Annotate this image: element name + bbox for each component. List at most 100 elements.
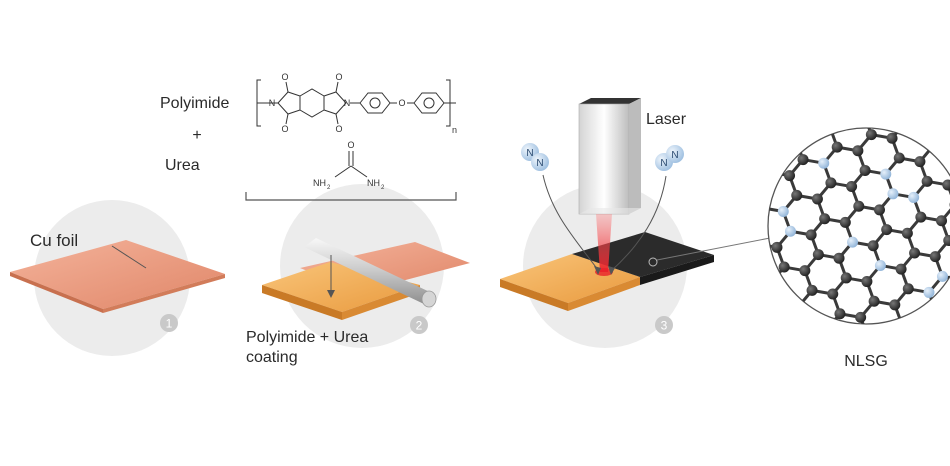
lattice-bond <box>746 410 759 426</box>
lattice-bond <box>945 2 950 18</box>
lattice-bond <box>749 208 762 224</box>
lattice-bond <box>794 29 815 33</box>
lattice-bond <box>830 111 843 127</box>
lattice-bond <box>924 15 945 19</box>
carbon-atom <box>928 140 939 151</box>
carbon-atom <box>793 301 804 312</box>
lattice-bond <box>728 220 749 224</box>
lattice-bond <box>678 66 691 82</box>
lattice-bond <box>724 367 731 387</box>
lattice-bond <box>768 100 781 116</box>
plus-label: + <box>192 127 201 144</box>
carbon-atom <box>827 289 838 300</box>
lattice-bond <box>842 409 855 425</box>
lattice-bond <box>898 86 911 102</box>
lattice-bond <box>685 102 706 106</box>
lattice-bond <box>746 426 753 446</box>
lattice-bond <box>932 74 945 90</box>
lattice-bond <box>666 209 687 213</box>
step-badge-1: 1 <box>160 314 178 332</box>
svg-text:2: 2 <box>416 319 423 333</box>
lattice-bond <box>693 161 706 177</box>
lattice-bond <box>741 149 762 153</box>
carbon-atom <box>930 251 941 262</box>
carbon-atom <box>825 177 836 188</box>
urea-structure: O NH 2 NH 2 <box>313 140 385 191</box>
lattice-bond <box>722 256 743 260</box>
lattice-bond <box>702 292 715 308</box>
lattice-bond <box>912 86 933 90</box>
lattice-bond <box>796 124 809 140</box>
svg-text:O: O <box>335 72 342 82</box>
lattice-bond <box>657 79 678 83</box>
lattice-bond <box>706 106 713 126</box>
lattice-bond <box>882 377 889 397</box>
lattice-bond <box>752 391 759 411</box>
lattice-bond <box>800 362 821 366</box>
lattice-bond <box>759 410 780 414</box>
carbon-atom <box>807 285 818 296</box>
lattice-bond <box>679 138 700 142</box>
lattice-bond <box>786 378 793 398</box>
lattice-bond <box>771 283 778 303</box>
lattice-bond <box>820 366 827 386</box>
carbon-atom <box>771 242 782 253</box>
lattice-bond <box>725 423 746 427</box>
lattice-bond <box>911 15 924 31</box>
urea-amine-left: NH <box>313 178 326 188</box>
lattice-bond <box>822 52 843 56</box>
lattice-bond <box>814 385 827 401</box>
urea-amine-right: NH <box>367 178 380 188</box>
lattice-bond <box>734 113 747 129</box>
lattice-bond <box>855 409 876 413</box>
lattice-bond <box>848 373 861 389</box>
lattice-bond <box>687 197 700 213</box>
lattice-bond <box>737 280 750 296</box>
lattice-bond <box>673 174 694 178</box>
lattice-bond <box>870 63 883 79</box>
lattice-bond <box>924 384 945 388</box>
lattice-bond <box>773 434 786 450</box>
lattice-bond <box>945 18 950 38</box>
carbon-atom <box>846 181 857 192</box>
lattice-bond <box>780 414 787 434</box>
lattice-bond <box>721 185 734 201</box>
carbon-atom <box>784 170 795 181</box>
carbon-atom <box>936 215 947 226</box>
carbon-atom <box>903 283 914 294</box>
lattice-bond <box>758 339 771 355</box>
lattice-bond <box>703 364 724 368</box>
lattice-bond <box>697 399 718 403</box>
lattice-bond <box>788 65 809 69</box>
lattice-bond <box>743 244 756 260</box>
lattice-bond <box>876 396 889 412</box>
carbon-atom <box>840 217 851 228</box>
lattice-bond <box>926 126 933 146</box>
lattice-bond <box>815 16 828 32</box>
lattice-bond <box>898 102 905 122</box>
svg-text:O: O <box>347 140 354 150</box>
svg-text:N: N <box>660 158 667 169</box>
lattice-bond <box>730 331 737 351</box>
carbon-atom <box>806 229 817 240</box>
lattice-bond <box>710 328 731 332</box>
lattice-bond <box>678 82 685 102</box>
lattice-bond <box>737 296 744 316</box>
lattice-bond <box>731 387 752 391</box>
carbon-atom <box>902 228 913 239</box>
lattice-bond <box>718 387 731 403</box>
svg-text:1: 1 <box>166 317 173 331</box>
lattice-bond <box>715 220 728 236</box>
urea-label: Urea <box>165 157 200 174</box>
carbon-atom <box>832 142 843 153</box>
nitrogen-atom <box>757 202 768 213</box>
lattice-bond <box>849 4 862 20</box>
lattice-bond <box>762 152 769 172</box>
lattice-bond <box>864 99 877 115</box>
lattice-bond <box>781 45 788 65</box>
carbon-atom <box>798 154 809 165</box>
lattice-bond <box>774 81 781 101</box>
lattice-bond <box>737 351 758 355</box>
lattice-bond <box>715 236 722 256</box>
lattice-bond <box>694 233 715 237</box>
